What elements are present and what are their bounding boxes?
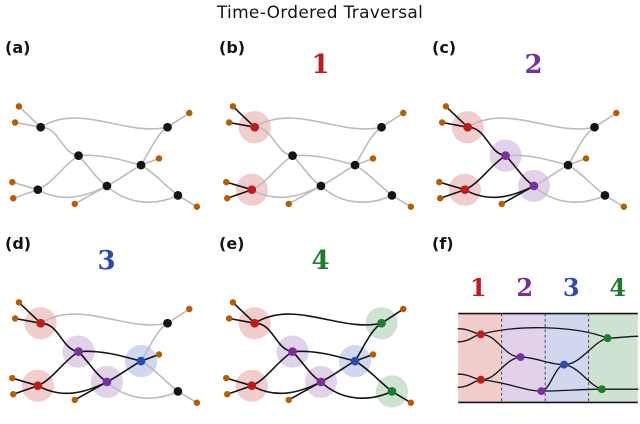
step-number-4: 4 (214, 248, 427, 274)
panel-a: (a) (0, 32, 213, 228)
panel-d: (d) 3 (0, 228, 213, 424)
circuit-column-label-1: 1 (455, 276, 502, 300)
panel-c: (c) 2 (427, 32, 640, 228)
panel-e-graph (217, 274, 423, 416)
circuit-diagram (455, 306, 640, 410)
panel-b-graph (217, 78, 423, 220)
panel-f-label: (f) (432, 234, 454, 253)
panel-b: (b) 1 (214, 32, 427, 228)
panel-a-label: (a) (5, 38, 30, 57)
circuit-column-label-4: 4 (595, 276, 640, 300)
figure-title: Time-Ordered Traversal (0, 3, 640, 23)
panel-d-graph (3, 274, 209, 416)
circuit-column-labels: 1 2 3 4 (455, 276, 640, 300)
panel-c-graph (430, 78, 636, 220)
panel-a-graph (3, 78, 209, 220)
panel-e: (e) 4 (214, 228, 427, 424)
circuit-column-label-3: 3 (548, 276, 595, 300)
step-number-3: 3 (0, 248, 213, 274)
circuit-column-label-2: 2 (502, 276, 549, 300)
step-number-1: 1 (214, 52, 427, 78)
step-number-2: 2 (427, 52, 640, 78)
panel-f: (f) 1 2 3 4 (427, 228, 640, 424)
